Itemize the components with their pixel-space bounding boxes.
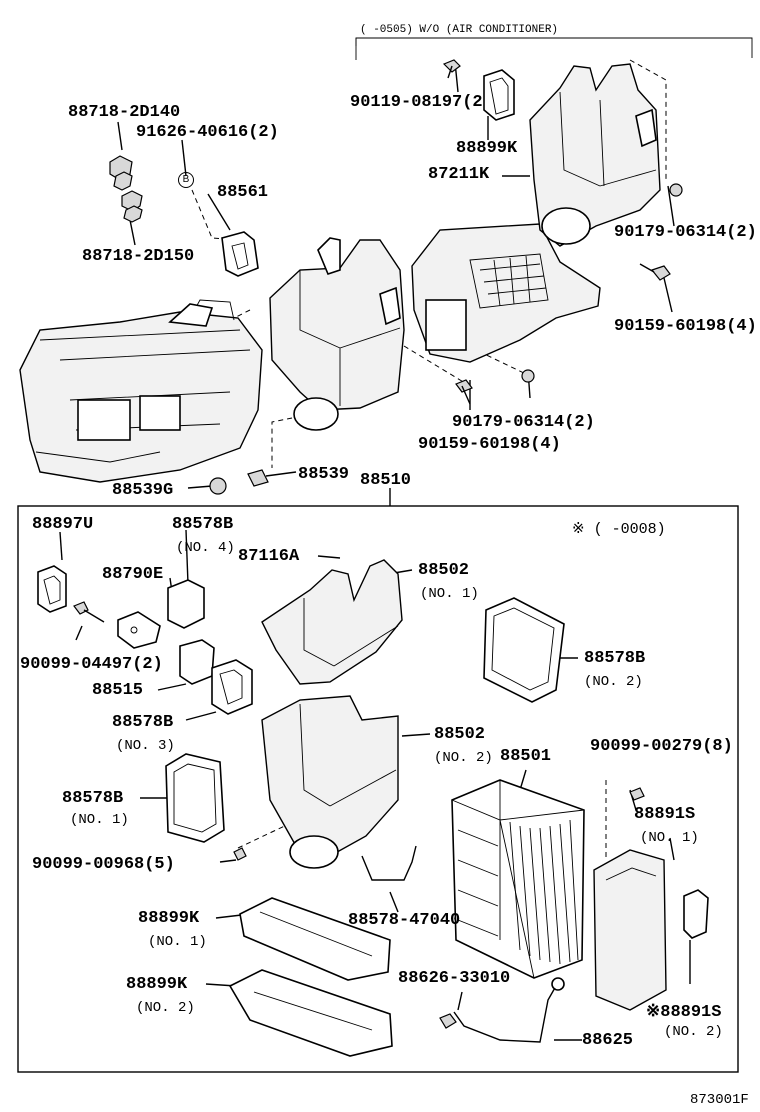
- label-88501: 88501: [500, 747, 552, 766]
- label-88561: 88561: [217, 183, 269, 202]
- part-88515: [179, 639, 215, 685]
- sublabel-88899k-no2: (NO. 2): [136, 1000, 195, 1016]
- label-90179-06314-b: 90179-06314(2): [452, 413, 595, 432]
- case-88502-no1: [261, 559, 403, 685]
- label-88539: 88539: [298, 465, 350, 484]
- label-90119-08197: 90119-08197(2: [350, 93, 483, 112]
- label-88539g: 88539G: [112, 481, 174, 500]
- label-88578b-no2: 88578B: [584, 649, 646, 668]
- label-90159-60198-a: 90159-60198(4): [614, 317, 757, 336]
- label-88578b-no4: 88578B: [172, 515, 234, 534]
- tray-88899k-no2: [228, 969, 393, 1057]
- label-88626-33010: 88626-33010: [398, 969, 511, 988]
- screw-90099-00968: [233, 847, 247, 861]
- label-88718-2d150: 88718-2D150: [82, 247, 195, 266]
- evaporator-88501: [451, 779, 585, 979]
- seal-88578b-no3: [211, 659, 253, 715]
- label-88510: 88510: [360, 471, 412, 490]
- sublabel-no4: (NO. 4): [176, 540, 235, 556]
- case-88891s-no1: [593, 849, 667, 1011]
- label-88899k-no2: 88899K: [126, 975, 188, 994]
- fasteners-top: [209, 59, 683, 495]
- label-88718-2d140: 88718-2D140: [68, 103, 181, 122]
- label-88502-no2: 88502: [434, 725, 486, 744]
- label-88899k-no1: 88899K: [138, 909, 200, 928]
- sublabel-88578b-no3: (NO. 3): [116, 738, 175, 754]
- sublabel-88891s-no2: (NO. 2): [664, 1024, 723, 1040]
- seal-88578b-no4: [167, 579, 205, 629]
- bracket-88790e: [117, 611, 161, 649]
- circle-b-mark: B: [178, 172, 194, 188]
- clip-88718-2d150: [121, 190, 143, 223]
- sublabel-88502-no2: (NO. 2): [434, 750, 493, 766]
- label-90099-04497: 90099-04497(2): [20, 655, 163, 674]
- heater-unit: [19, 299, 263, 483]
- cooling-case-center: [269, 237, 405, 431]
- assembly-box: [17, 505, 739, 1073]
- label-91626-40616: 91626-40616(2): [136, 123, 279, 142]
- tray-88899k-no1: [239, 897, 391, 981]
- header-bracket: [355, 37, 753, 60]
- evaporator-case-right: [411, 223, 601, 363]
- box-note: ※ ( -0008): [572, 521, 666, 538]
- label-87211k: 87211K: [428, 165, 490, 184]
- label-87116a: 87116A: [238, 547, 300, 566]
- label-90099-00968: 90099-00968(5): [32, 855, 175, 874]
- case-88502-no2: [261, 695, 399, 869]
- label-90099-00279: 90099-00279(8): [590, 737, 733, 756]
- label-88790e: 88790E: [102, 565, 164, 584]
- sublabel-88891s-no1: (NO. 1): [640, 830, 699, 846]
- thermistor-88625: [439, 977, 565, 1043]
- label-88899k-top: 88899K: [456, 139, 518, 158]
- label-88578b-no3: 88578B: [112, 713, 174, 732]
- wire-88578-47040: [361, 845, 417, 881]
- sublabel-88899k-no1: (NO. 1): [148, 934, 207, 950]
- seal-88578b-no1: [165, 753, 225, 843]
- label-88502-no1: 88502: [418, 561, 470, 580]
- clip-88718-2d140: [109, 155, 133, 191]
- label-90159-60198-b: 90159-60198(4): [418, 435, 561, 454]
- seal-88899k-top: [483, 69, 515, 121]
- label-88578b-no1: 88578B: [62, 789, 124, 808]
- label-88625: 88625: [582, 1031, 634, 1050]
- label-88578-47040: 88578-47040: [348, 911, 461, 930]
- figure-id: 873001F: [690, 1092, 749, 1108]
- sublabel-88502-no1: (NO. 1): [420, 586, 479, 602]
- label-88891s-no1: 88891S: [634, 805, 696, 824]
- case-87211k: [529, 63, 661, 247]
- label-88515: 88515: [92, 681, 144, 700]
- screw-90099-04497: [73, 601, 105, 623]
- part-88891s-no2: [683, 889, 709, 939]
- seal-88561: [221, 231, 259, 277]
- label-90179-06314-a: 90179-06314(2): [614, 223, 757, 242]
- sublabel-88578b-no2: (NO. 2): [584, 674, 643, 690]
- seal-88578b-no2: [483, 597, 565, 703]
- header-note: ( -0505) W/O (AIR CONDITIONER): [360, 24, 559, 36]
- label-88897u: 88897U: [32, 515, 94, 534]
- seal-88897u: [37, 565, 67, 613]
- screw-90099-00279: [629, 787, 645, 801]
- label-88891s-no2: ※88891S: [646, 1003, 722, 1022]
- sublabel-88578b-no1: (NO. 1): [70, 812, 129, 828]
